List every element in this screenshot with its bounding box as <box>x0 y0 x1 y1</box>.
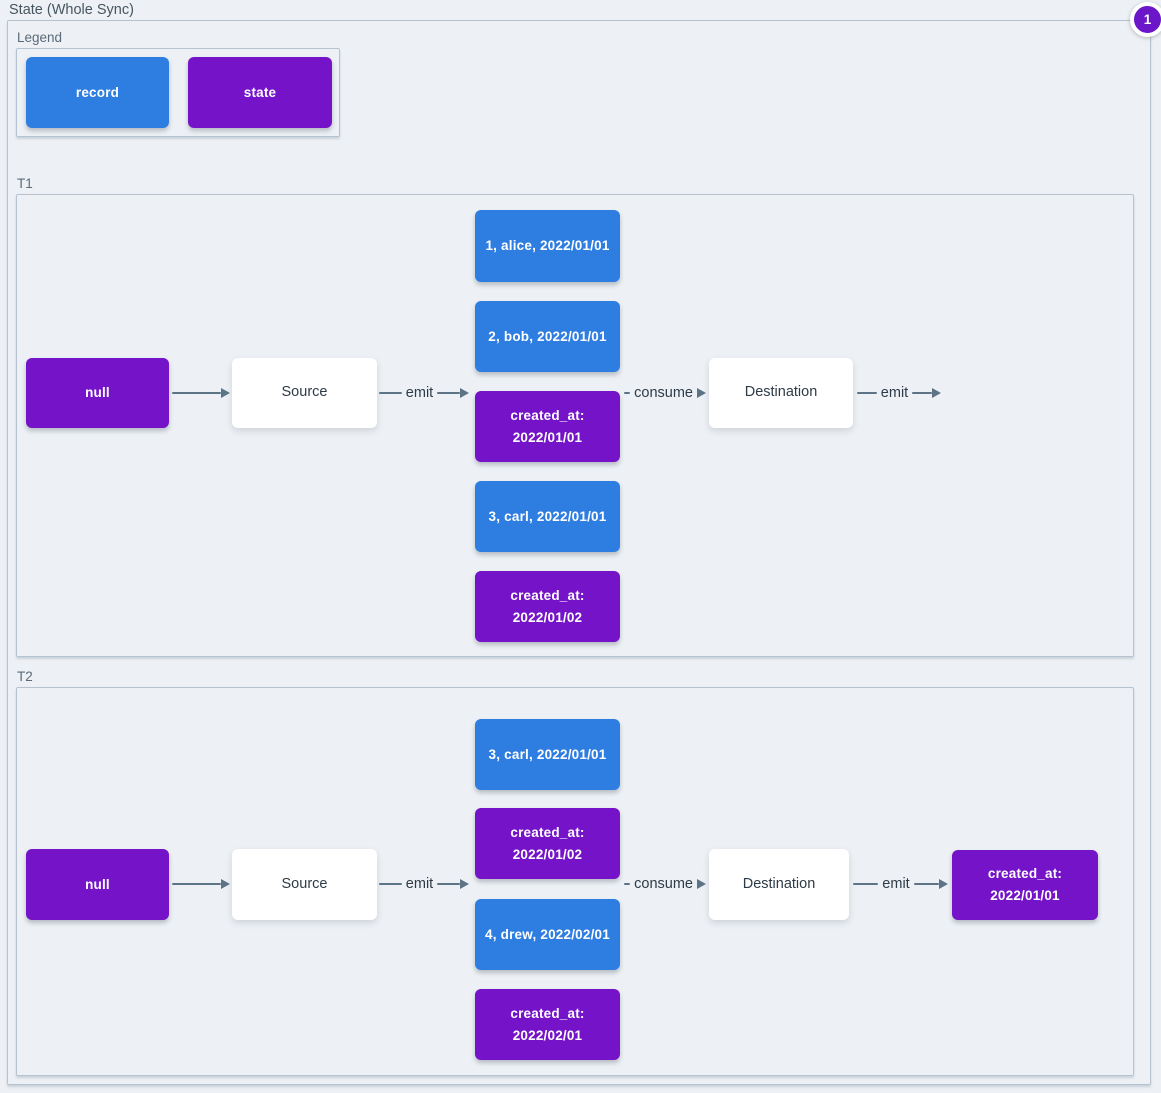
section-t2-container <box>16 687 1134 1076</box>
arrowhead-icon <box>697 879 706 889</box>
t2-emit-arrow: emit <box>379 871 469 897</box>
arrow-line <box>437 391 460 395</box>
legend-state-node: state <box>188 57 332 128</box>
t2-queue-item-0: 3, carl, 2022/01/01 <box>475 719 620 790</box>
arrowhead-icon <box>460 879 469 889</box>
t1-emit-out-arrow: emit <box>857 380 941 406</box>
t2-consume-arrow: consume <box>624 871 706 897</box>
t1-queue-item-2: created_at: 2022/01/01 <box>475 391 620 462</box>
arrow-line <box>624 391 631 395</box>
annotation-badge-value: 1 <box>1143 12 1152 27</box>
t1-consume-arrow: consume <box>624 380 706 406</box>
arrow-line <box>379 391 402 395</box>
arrow-label: emit <box>405 876 434 892</box>
section-t1-container <box>16 194 1134 657</box>
t1-source-node: Source <box>232 358 377 428</box>
arrowhead-icon <box>221 879 230 889</box>
t1-arrow-null-to-source <box>172 387 230 399</box>
t2-output-node: created_at: 2022/01/01 <box>952 850 1098 920</box>
section-t1-label: T1 <box>17 176 33 191</box>
t1-queue-item-4: created_at: 2022/01/02 <box>475 571 620 642</box>
section-t2-label: T2 <box>17 669 33 684</box>
t1-queue-item-1: 2, bob, 2022/01/01 <box>475 301 620 372</box>
t1-destination-node: Destination <box>709 358 853 428</box>
legend-label: Legend <box>17 30 63 45</box>
t1-null-node: null <box>26 358 169 428</box>
t2-arrow-null-to-source <box>172 878 230 890</box>
t2-null-node: null <box>26 849 169 920</box>
arrowhead-icon <box>697 388 706 398</box>
t2-queue-item-3: created_at: 2022/02/01 <box>475 989 620 1060</box>
arrow-line <box>912 391 932 395</box>
arrow-label: emit <box>405 385 434 401</box>
arrowhead-icon <box>939 879 948 889</box>
page-title: State (Whole Sync) <box>9 2 134 18</box>
arrow-line <box>379 882 402 886</box>
arrow-line <box>853 882 879 886</box>
t2-emit-out-arrow: emit <box>853 871 948 897</box>
arrow-label: consume <box>634 385 693 401</box>
t2-destination-node: Destination <box>709 849 849 920</box>
t1-queue-item-0: 1, alice, 2022/01/01 <box>475 210 620 282</box>
legend-record-node: record <box>26 57 169 128</box>
annotation-badge[interactable]: 1 <box>1130 2 1161 37</box>
outer-container <box>7 20 1151 1085</box>
t1-queue-item-3: 3, carl, 2022/01/01 <box>475 481 620 552</box>
arrow-line <box>857 391 877 395</box>
arrowhead-icon <box>932 388 941 398</box>
arrow-line <box>172 391 221 395</box>
arrow-line <box>437 882 460 886</box>
arrow-line <box>913 882 939 886</box>
arrow-line <box>172 882 221 886</box>
arrow-label: emit <box>882 876 910 892</box>
t1-emit-arrow: emit <box>379 380 469 406</box>
legend-container <box>16 48 340 137</box>
t2-queue-item-2: 4, drew, 2022/02/01 <box>475 899 620 970</box>
t2-queue-item-1: created_at: 2022/01/02 <box>475 808 620 879</box>
arrowhead-icon <box>221 388 230 398</box>
t2-source-node: Source <box>232 849 377 920</box>
arrowhead-icon <box>460 388 469 398</box>
arrow-label: consume <box>634 876 693 892</box>
arrow-label: emit <box>880 385 909 401</box>
arrow-line <box>624 882 631 886</box>
